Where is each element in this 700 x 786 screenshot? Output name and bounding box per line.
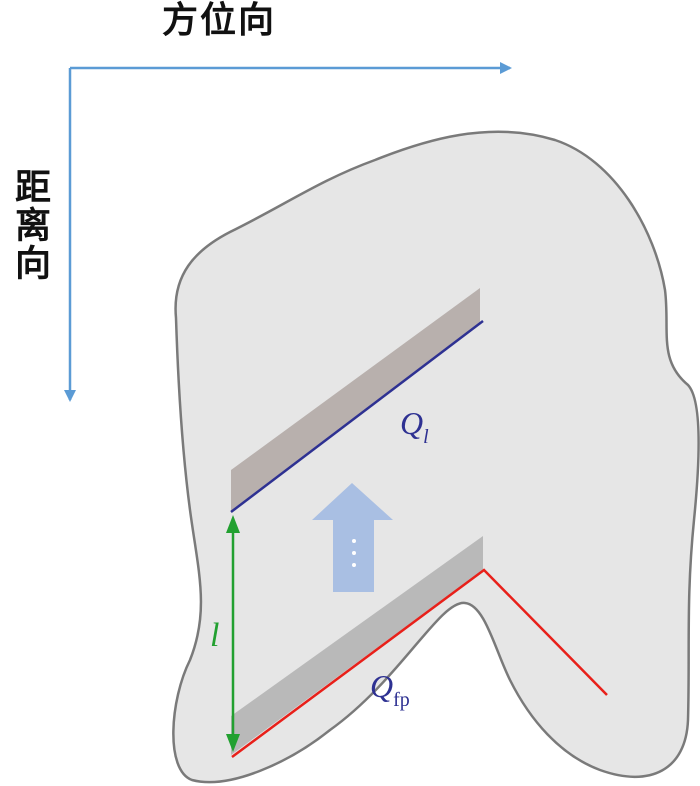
movement-arrow-dot-1	[352, 539, 356, 543]
q-l-subscript: l	[423, 426, 429, 448]
movement-arrow	[312, 483, 393, 592]
lower-boundary-line	[231, 568, 608, 759]
range-axis-label: 距离向	[9, 168, 51, 282]
lower-band	[231, 536, 483, 755]
movement-arrow-dot-2	[352, 551, 356, 555]
length-label: l	[210, 617, 219, 654]
upper-boundary-line	[230, 320, 484, 513]
q-fp-label: Qfp	[370, 668, 410, 711]
q-fp-subscript: fp	[393, 689, 410, 711]
azimuth-axis-label: 方位向	[162, 0, 277, 41]
length-arrow-head-bottom	[226, 734, 240, 752]
imaging-region	[172, 130, 700, 784]
movement-arrow-dot-3	[352, 563, 356, 567]
q-l-label: Ql	[400, 405, 429, 448]
length-arrow-head-top	[226, 515, 240, 533]
upper-band	[231, 288, 480, 512]
